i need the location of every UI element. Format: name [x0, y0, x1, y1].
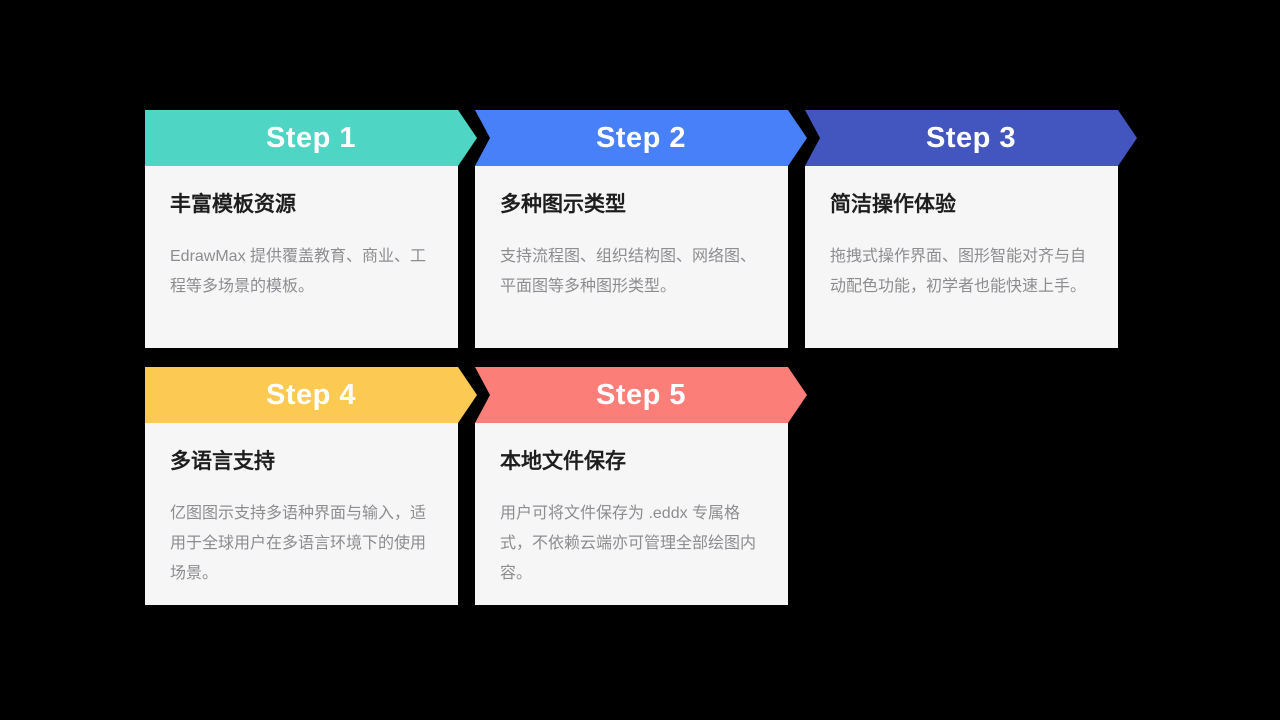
step-2-label: Step 2 [595, 122, 687, 154]
step-block-4: Step 4 多语言支持 亿图图示支持多语种界面与输入，适用于全球用户在多语言环… [145, 367, 477, 605]
steps-row-top: Step 1 丰富模板资源 EdrawMax 提供覆盖教育、商业、工程等多场景的… [145, 110, 1137, 348]
step-5-description: 用户可将文件保存为 .eddx 专属格式，不依赖云端亦可管理全部绘图内容。 [500, 505, 757, 582]
step-5-label: Step 5 [595, 379, 687, 411]
step-1-label: Step 1 [265, 122, 357, 154]
step-5-title: 本地文件保存 [500, 450, 626, 473]
step-5-card: 本地文件保存 用户可将文件保存为 .eddx 专属格式，不依赖云端亦可管理全部绘… [475, 423, 788, 605]
step-4-title: 多语言支持 [170, 450, 275, 473]
step-2-card: 多种图示类型 支持流程图、组织结构图、网络图、平面图等多种图形类型。 [475, 166, 788, 348]
step-2-title: 多种图示类型 [500, 193, 626, 216]
step-4-description: 亿图图示支持多语种界面与输入，适用于全球用户在多语言环境下的使用场景。 [170, 505, 427, 582]
step-block-2: Step 2 多种图示类型 支持流程图、组织结构图、网络图、平面图等多种图形类型… [475, 110, 807, 348]
step-2-description: 支持流程图、组织结构图、网络图、平面图等多种图形类型。 [500, 248, 757, 295]
step-1-description: EdrawMax 提供覆盖教育、商业、工程等多场景的模板。 [170, 248, 427, 295]
step-4-arrow-banner: Step 4 [145, 367, 477, 423]
step-3-title: 简洁操作体验 [830, 193, 956, 216]
step-block-5: Step 5 本地文件保存 用户可将文件保存为 .eddx 专属格式，不依赖云端… [475, 367, 807, 605]
step-1-arrow-banner: Step 1 [145, 110, 477, 166]
step-block-3: Step 3 简洁操作体验 拖拽式操作界面、图形智能对齐与自动配色功能，初学者也… [805, 110, 1137, 348]
step-block-1: Step 1 丰富模板资源 EdrawMax 提供覆盖教育、商业、工程等多场景的… [145, 110, 477, 348]
step-1-title: 丰富模板资源 [170, 193, 296, 216]
step-2-arrow-banner: Step 2 [475, 110, 807, 166]
step-3-arrow-banner: Step 3 [805, 110, 1137, 166]
step-5-arrow-banner: Step 5 [475, 367, 807, 423]
step-3-label: Step 3 [925, 122, 1017, 154]
steps-row-bottom: Step 4 多语言支持 亿图图示支持多语种界面与输入，适用于全球用户在多语言环… [145, 367, 807, 605]
step-3-description: 拖拽式操作界面、图形智能对齐与自动配色功能，初学者也能快速上手。 [830, 248, 1087, 295]
step-1-card: 丰富模板资源 EdrawMax 提供覆盖教育、商业、工程等多场景的模板。 [145, 166, 458, 348]
step-3-card: 简洁操作体验 拖拽式操作界面、图形智能对齐与自动配色功能，初学者也能快速上手。 [805, 166, 1118, 348]
step-4-label: Step 4 [265, 379, 357, 411]
step-4-card: 多语言支持 亿图图示支持多语种界面与输入，适用于全球用户在多语言环境下的使用场景… [145, 423, 458, 605]
